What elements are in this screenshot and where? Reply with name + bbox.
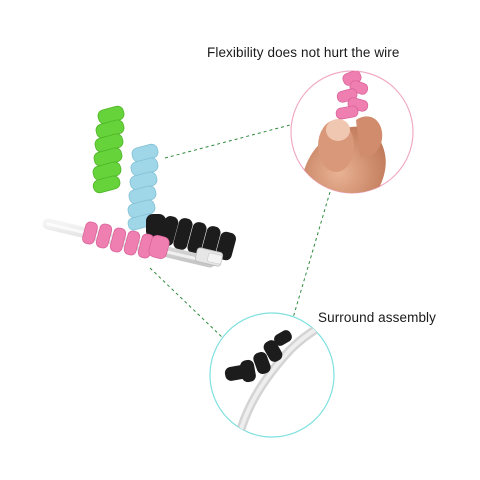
- connector-line-bottom: [149, 267, 226, 341]
- connector-line-right: [292, 191, 331, 319]
- pink-spiral: [82, 221, 170, 260]
- detail-circle-flexibility: [290, 70, 414, 194]
- connector-line-left: [164, 124, 291, 159]
- caption-flexibility: Flexibility does not hurt the wire: [207, 45, 400, 60]
- caption-surround-assembly: Surround assembly: [318, 310, 437, 325]
- green-spiral: [92, 105, 125, 194]
- black-spiral: [146, 214, 237, 261]
- detail-circle-assembly: [209, 312, 335, 438]
